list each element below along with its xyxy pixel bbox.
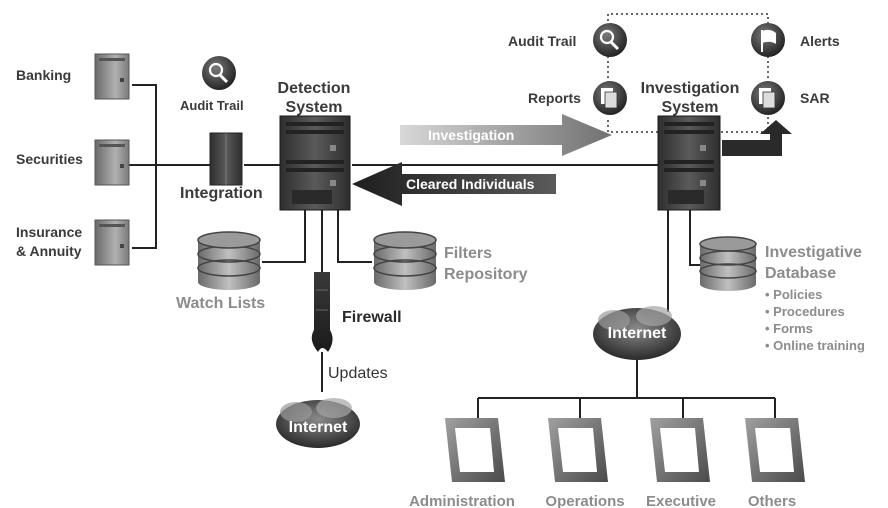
detection-server-icon (279, 115, 351, 211)
documents-icon (593, 81, 627, 115)
integration-label: Integration (180, 185, 263, 202)
banking-label: Banking (16, 67, 71, 83)
insurance-label-line1: Insurance (16, 224, 82, 240)
investigative-db-item: • Forms (765, 321, 813, 336)
filters-repository-database-icon (373, 231, 437, 290)
investigative-db-item: • Online training (765, 338, 865, 353)
investigative-db-item: • Policies (765, 287, 822, 302)
securities-label: Securities (16, 151, 83, 167)
user-label-executive: Executive (646, 493, 716, 508)
alerts-label: Alerts (800, 33, 840, 49)
monitor-icon (745, 418, 805, 482)
investigation-server-icon (657, 115, 721, 211)
magnifier-icon (202, 56, 236, 90)
investigation-system-title-line2: System (662, 99, 719, 116)
user-label-administration: Administration (409, 493, 515, 508)
sar-output-arrow (722, 120, 792, 156)
user-label-others: Others (748, 493, 796, 508)
updates-label: Updates (328, 365, 388, 382)
integration-server-icon (209, 132, 243, 186)
investigative-db-item: • Procedures (765, 304, 845, 319)
investigation-arrow (400, 114, 612, 156)
monitor-icon (650, 418, 710, 482)
insurance-server (94, 219, 130, 266)
documents-icon (751, 81, 785, 115)
investigative-db-label-line1: Investigative (765, 244, 862, 261)
watch-lists-label: Watch Lists (176, 295, 265, 312)
user-label-operations: Operations (545, 493, 624, 508)
watch-lists-database-icon (197, 231, 261, 290)
detection-system-title-line1: Detection (278, 80, 351, 97)
banking-server (94, 53, 130, 100)
audit-trail-left-label: Audit Trail (180, 98, 244, 113)
filters-label-line1: Filters (444, 245, 492, 262)
magnifier-icon (593, 23, 627, 57)
monitor-icon (445, 418, 505, 482)
sar-label: SAR (800, 90, 830, 106)
cleared-arrow-label: Cleared Individuals (406, 176, 535, 192)
firewall-label: Firewall (342, 309, 402, 326)
flag-icon (751, 23, 785, 57)
filters-label-line2: Repository (444, 266, 528, 283)
audit-trail-right-label: Audit Trail (508, 33, 576, 49)
cleared-individuals-arrow (352, 162, 556, 206)
internet-left-label: Internet (289, 419, 348, 436)
reports-label: Reports (528, 90, 581, 106)
investigation-system-title-line1: Investigation (641, 80, 740, 97)
investigative-db-label-line2: Database (765, 265, 836, 282)
internet-cloud-icon-right (593, 306, 681, 360)
investigative-database-icon (699, 236, 757, 291)
monitor-icon (548, 418, 608, 482)
internet-cloud-icon-left (276, 398, 360, 448)
detection-system-title-line2: System (286, 99, 343, 116)
insurance-label-line2: & Annuity (16, 243, 82, 259)
internet-right-label: Internet (608, 325, 667, 342)
firewall-icon (311, 272, 333, 352)
investigation-arrow-label: Investigation (428, 127, 514, 143)
securities-server (94, 139, 130, 186)
